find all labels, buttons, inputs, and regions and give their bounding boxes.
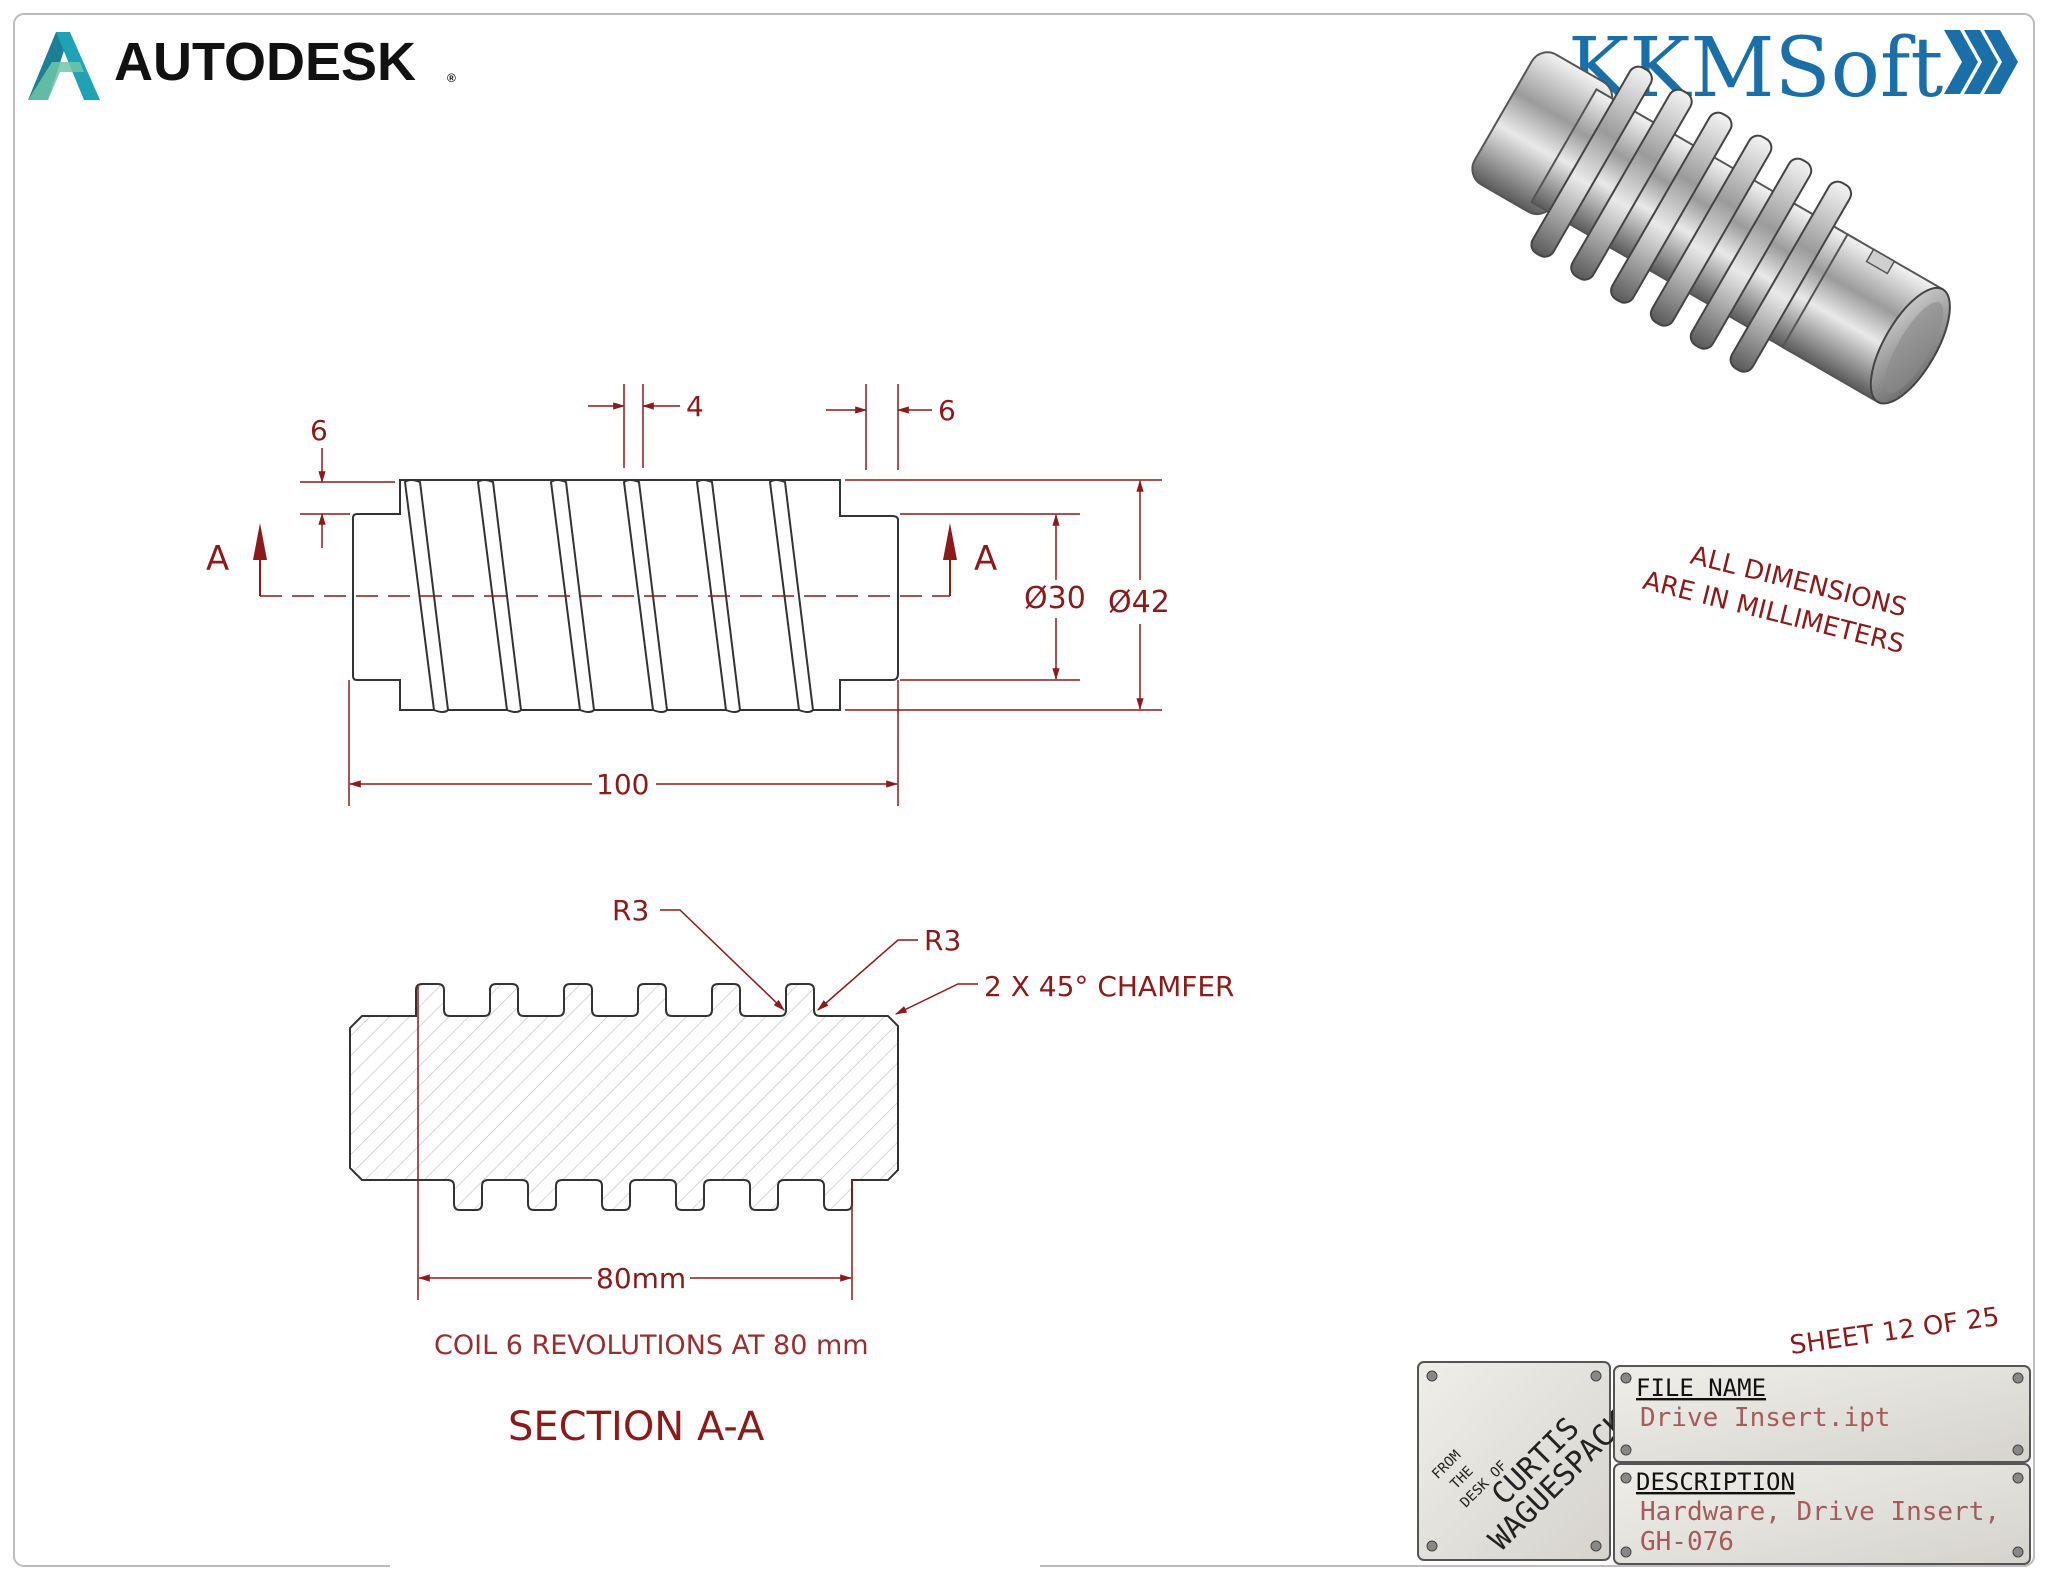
description-line-1: Hardware, Drive Insert, <box>1640 1497 2000 1527</box>
chamfer-callout: 2 X 45° CHAMFER <box>984 970 1235 1003</box>
units-note: ALL DIMENSIONS ARE IN MILLIMETERS <box>1640 541 1910 660</box>
description-label: DESCRIPTION <box>1636 1468 1795 1496</box>
arrow-up-icon <box>943 523 957 560</box>
dim-left-step-label: 6 <box>310 414 328 447</box>
triple-chevron-icon <box>1944 30 2018 94</box>
sheet-number: SHEET 12 OF 25 <box>1788 1302 2001 1361</box>
description-plate <box>1613 1463 2031 1565</box>
svg-text:®: ® <box>447 71 456 85</box>
dim-right-step-label: 6 <box>938 394 956 427</box>
dim-length-label: 100 <box>596 768 649 801</box>
dimension-right-step <box>826 384 932 470</box>
section-marker-left: A <box>206 523 267 596</box>
svg-text:A: A <box>206 539 229 579</box>
desk-stamp <box>1417 1361 1611 1561</box>
radius-callout-2: R3 <box>924 924 961 957</box>
dimension-left-step <box>300 448 395 548</box>
coil-note: COIL 6 REVOLUTIONS AT 80 mm <box>434 1330 869 1361</box>
section-title: SECTION A-A <box>508 1404 765 1450</box>
file-name-label: FILE NAME <box>1636 1374 1766 1402</box>
radius-leaders <box>660 909 978 1015</box>
autodesk-a-mark-icon <box>28 32 70 100</box>
front-view: A A 6 4 6 <box>206 384 1170 806</box>
border-gap <box>390 1560 1040 1574</box>
dim-inner-diameter-label: Ø30 <box>1024 581 1086 616</box>
section-body <box>349 983 899 1211</box>
description-line-2: GH-076 <box>1640 1527 1734 1557</box>
dim-outer-diameter-label: Ø42 <box>1108 585 1170 620</box>
dimension-coil-length <box>417 984 853 1300</box>
section-view: 80mm R3 R3 2 X 45° CHAMFER COIL 6 REVOLU… <box>349 894 1235 1450</box>
dimension-length <box>348 680 899 806</box>
svg-text:A: A <box>974 539 997 579</box>
arrow-up-icon <box>253 523 267 560</box>
dim-coil-length-label: 80mm <box>596 1262 686 1295</box>
file-name-plate <box>1613 1365 2031 1463</box>
radius-callout-1: R3 <box>612 894 649 927</box>
dimension-pitch <box>588 384 680 468</box>
autodesk-wordmark: AUTODESK <box>114 32 416 92</box>
title-block: FROM THE DESK OF CURTIS WAGUESPACK FILE … <box>1417 1361 2031 1565</box>
autodesk-logo: AUTODESK ® <box>28 32 456 100</box>
section-marker-right: A <box>943 523 997 596</box>
dimension-inner-diameter <box>900 513 1080 681</box>
file-name-value: Drive Insert.ipt <box>1640 1403 1890 1433</box>
isometric-render <box>1471 51 1951 405</box>
dim-pitch-label: 4 <box>686 390 704 423</box>
